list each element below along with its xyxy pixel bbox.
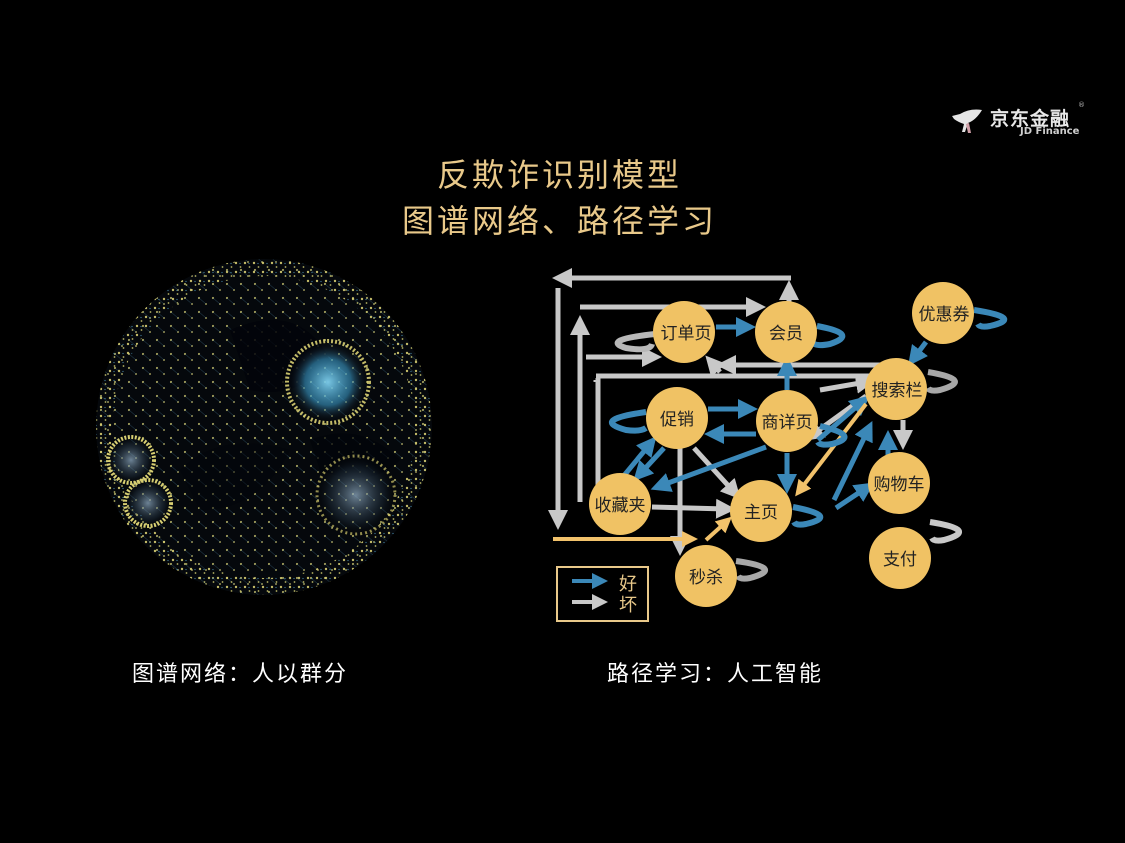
bird-icon xyxy=(952,109,982,133)
node-search xyxy=(865,358,927,420)
node-cart xyxy=(868,452,930,514)
node-promo xyxy=(646,387,708,449)
registered-mark: ® xyxy=(1078,101,1085,109)
logo-text-en: JD Finance xyxy=(1020,126,1080,137)
node-label-detail: 商详页 xyxy=(762,413,813,433)
node-member xyxy=(755,301,817,363)
node-label-promo: 促销 xyxy=(660,410,694,430)
node-label-pay: 支付 xyxy=(883,550,917,570)
node-label-cart: 购物车 xyxy=(874,475,925,495)
jd-finance-logo: 京东金融 ® JD Finance xyxy=(950,101,1090,144)
node-home xyxy=(730,480,792,542)
caption-path-learning: 路径学习：人工智能 xyxy=(607,662,824,687)
title-line-1: 反欺诈识别模型 xyxy=(436,156,682,194)
legend: 好 坏 xyxy=(556,566,649,622)
caption-graph-network: 图谱网络：人以群分 xyxy=(132,662,349,687)
node-flash xyxy=(675,545,737,607)
node-order xyxy=(653,301,715,363)
title-line-2: 图谱网络、路径学习 xyxy=(401,202,717,240)
legend-good: 好 xyxy=(619,574,637,595)
node-label-search: 搜索栏 xyxy=(872,381,923,401)
node-label-flash: 秒杀 xyxy=(689,568,723,588)
logo-text-cn: 京东金融 xyxy=(990,108,1071,130)
node-label-member: 会员 xyxy=(769,324,803,344)
node-coupon xyxy=(912,282,974,344)
legend-bad: 坏 xyxy=(619,595,637,616)
node-label-order: 订单页 xyxy=(661,324,712,344)
node-favorites xyxy=(589,473,651,535)
node-pay xyxy=(869,527,931,589)
node-label-favorites: 收藏夹 xyxy=(595,496,646,516)
node-detail xyxy=(756,390,818,452)
node-label-home: 主页 xyxy=(744,503,778,523)
node-label-coupon: 优惠券 xyxy=(919,305,970,325)
